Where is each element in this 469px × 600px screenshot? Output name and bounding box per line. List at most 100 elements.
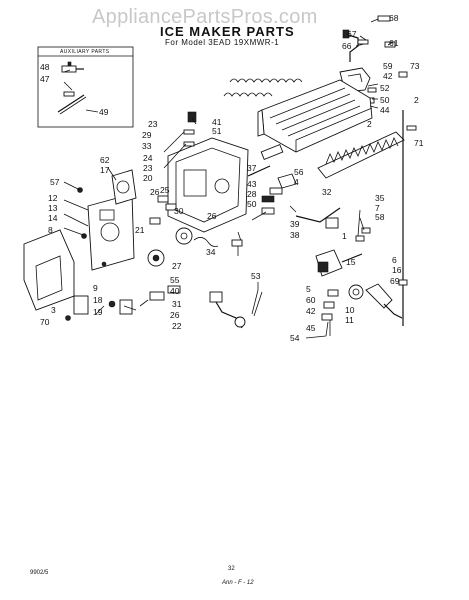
part-label-41: 41 bbox=[212, 117, 222, 127]
part-label-2-mold: 2 bbox=[367, 119, 372, 129]
part-label-42-top: 42 bbox=[383, 71, 393, 81]
shut-off-arm-cable bbox=[209, 291, 246, 329]
part-label-42-bottom: 42 bbox=[306, 306, 316, 316]
part-label-10: 10 bbox=[345, 305, 355, 315]
part-label-28: 28 bbox=[247, 189, 257, 199]
part-label-8: 8 bbox=[48, 225, 53, 235]
part-label-15: 15 bbox=[346, 257, 356, 267]
part-label-66: 66 bbox=[342, 41, 352, 51]
part-label-39: 39 bbox=[290, 219, 300, 229]
diagram-subtitle: For Model 3EAD 19XMWR-1 bbox=[165, 38, 280, 47]
part-label-33: 33 bbox=[142, 141, 152, 151]
part-label-23-mid: 23 bbox=[143, 163, 153, 173]
part-label-50-mid: 50 bbox=[247, 199, 257, 209]
valve-screws bbox=[321, 289, 339, 336]
water-valve bbox=[315, 249, 364, 300]
wiring-harness bbox=[295, 207, 341, 229]
part-label-16: 16 bbox=[392, 265, 402, 275]
aux-valve-fitting bbox=[61, 61, 84, 73]
part-label-68: 68 bbox=[389, 13, 399, 23]
part-label-57: 57 bbox=[50, 177, 60, 187]
bearing-insert bbox=[187, 111, 197, 123]
part-label-6: 6 bbox=[392, 255, 397, 265]
part-label-37: 37 bbox=[247, 163, 257, 173]
part-label-56: 56 bbox=[294, 167, 304, 177]
part-label-4: 4 bbox=[294, 177, 299, 187]
part-label-26-c: 26 bbox=[170, 310, 180, 320]
part-label-12: 12 bbox=[48, 193, 58, 203]
switch-a bbox=[149, 291, 165, 301]
part-label-58: 58 bbox=[375, 212, 385, 222]
part-label-38: 38 bbox=[290, 230, 300, 240]
part-label-55: 55 bbox=[170, 275, 180, 285]
part-label-73: 73 bbox=[410, 61, 420, 71]
drive-gear bbox=[147, 249, 165, 267]
footer-code: 9902/5 bbox=[30, 570, 49, 576]
heater-coil-top bbox=[229, 78, 303, 83]
part-label-43: 43 bbox=[247, 179, 257, 189]
part-label-62: 62 bbox=[100, 155, 110, 165]
leader-lines bbox=[63, 18, 394, 339]
drive-shaft bbox=[247, 143, 284, 195]
part-label-47: 47 bbox=[40, 74, 50, 84]
part-label-2-right: 2 bbox=[414, 95, 419, 105]
part-label-52: 52 bbox=[380, 83, 390, 93]
part-label-67: 67 bbox=[347, 29, 357, 39]
part-label-61: 61 bbox=[389, 38, 399, 48]
inlet-fitting bbox=[365, 283, 403, 319]
aux-tube bbox=[57, 91, 87, 115]
part-label-48: 48 bbox=[40, 62, 50, 72]
part-label-54: 54 bbox=[290, 333, 300, 343]
part-label-70: 70 bbox=[40, 317, 50, 327]
part-label-51: 51 bbox=[212, 126, 222, 136]
auxiliary-parts-label: AUXILIARY PARTS bbox=[60, 49, 110, 55]
part-label-60: 60 bbox=[306, 295, 316, 305]
part-label-3: 3 bbox=[51, 305, 56, 315]
part-label-7: 7 bbox=[375, 203, 380, 213]
timing-cam bbox=[175, 227, 193, 245]
cover-box bbox=[23, 229, 75, 311]
fill-tube-assembly bbox=[342, 15, 396, 62]
part-label-32: 32 bbox=[322, 187, 332, 197]
part-label-14: 14 bbox=[48, 213, 58, 223]
part-label-26-a: 26 bbox=[150, 187, 160, 197]
heater-coil-lower bbox=[223, 92, 273, 97]
part-label-53: 53 bbox=[251, 271, 261, 281]
part-label-30: 30 bbox=[174, 206, 184, 216]
thermostat bbox=[261, 173, 297, 215]
part-label-35: 35 bbox=[375, 193, 385, 203]
part-label-1: 1 bbox=[342, 231, 347, 241]
motor-support bbox=[73, 295, 89, 315]
part-label-44: 44 bbox=[380, 105, 390, 115]
part-label-27: 27 bbox=[172, 261, 182, 271]
part-label-22: 22 bbox=[172, 321, 182, 331]
part-label-17: 17 bbox=[100, 165, 110, 175]
page-number: 32 bbox=[228, 566, 235, 572]
ice-stripper bbox=[317, 131, 405, 179]
part-label-23-top: 23 bbox=[148, 119, 158, 129]
part-label-49: 49 bbox=[99, 107, 109, 117]
part-label-13: 13 bbox=[48, 203, 58, 213]
part-label-5: 5 bbox=[306, 284, 311, 294]
part-label-50-top: 50 bbox=[380, 95, 390, 105]
part-label-69: 69 bbox=[390, 276, 400, 286]
part-label-25: 25 bbox=[160, 185, 170, 195]
mounting-plate bbox=[87, 193, 135, 271]
part-label-21: 21 bbox=[135, 225, 145, 235]
part-label-24: 24 bbox=[143, 153, 153, 163]
part-label-45: 45 bbox=[306, 323, 316, 333]
part-label-26-b: 26 bbox=[207, 211, 217, 221]
part-label-29: 29 bbox=[142, 130, 152, 140]
diagram-title: ICE MAKER PARTS bbox=[160, 24, 295, 39]
part-label-31: 31 bbox=[172, 299, 182, 309]
part-label-18: 18 bbox=[93, 295, 103, 305]
control-housing bbox=[167, 137, 249, 233]
part-label-19: 19 bbox=[93, 307, 103, 317]
part-label-34: 34 bbox=[206, 247, 216, 257]
auxiliary-parts-box bbox=[37, 46, 134, 128]
timing-motor bbox=[111, 169, 137, 205]
signature: Ann - F - 12 bbox=[222, 580, 254, 586]
part-label-59: 59 bbox=[383, 61, 393, 71]
